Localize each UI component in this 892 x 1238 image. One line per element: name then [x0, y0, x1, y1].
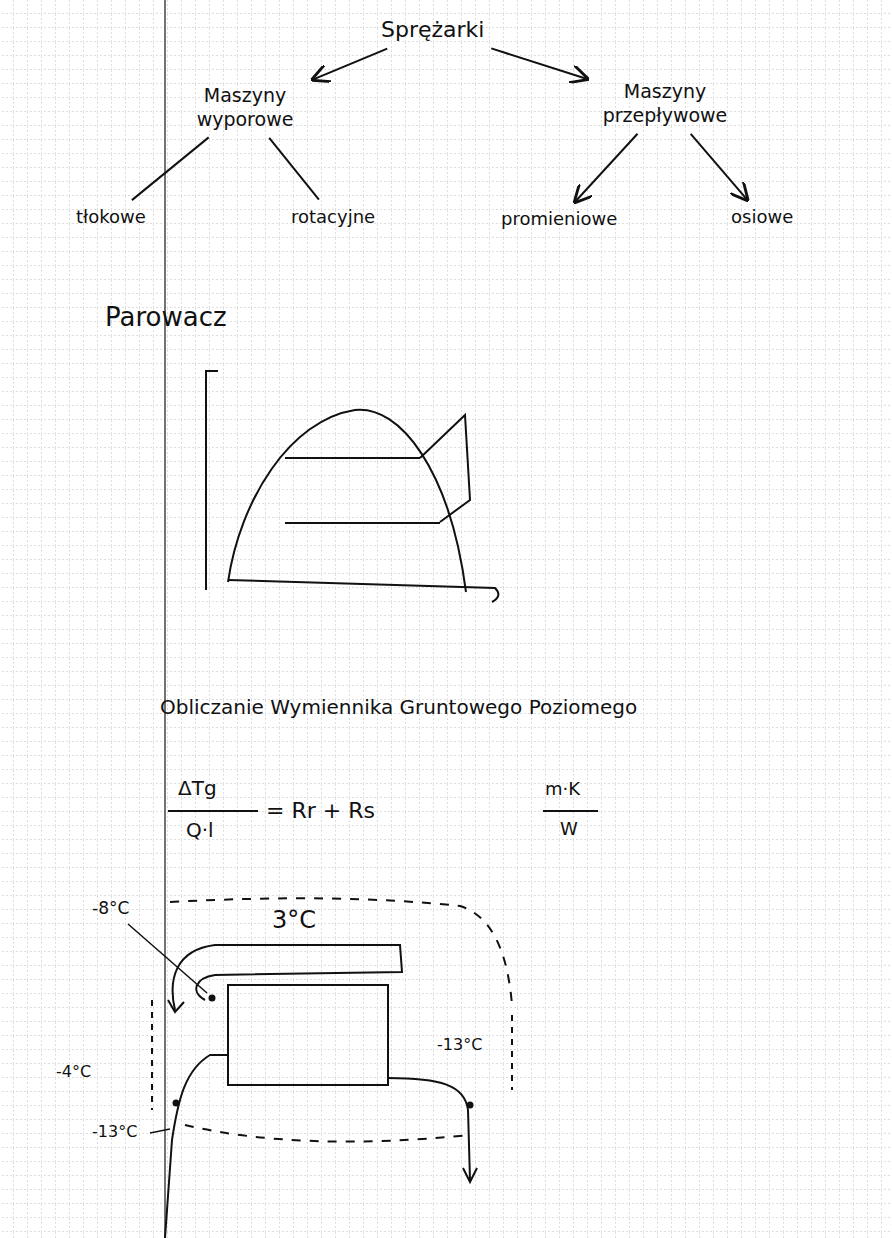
- ph-chart: [206, 371, 498, 602]
- tree-connector: [491, 48, 587, 79]
- tree-connector: [132, 137, 209, 200]
- leader-line: [128, 924, 207, 993]
- node-label: osiowe: [731, 206, 793, 229]
- bottom-line: [228, 580, 498, 602]
- fraction-bar: [168, 810, 258, 812]
- node-label: Maszyny wyporowe: [186, 84, 304, 132]
- tree-node: promieniowe: [495, 204, 623, 235]
- saturation-dome: [228, 410, 466, 592]
- tree-node: Sprężarki: [375, 12, 490, 48]
- fraction-bar: [543, 810, 598, 812]
- tree-connector: [313, 49, 387, 80]
- note-label: = Rr + Rs: [266, 798, 375, 824]
- cycle-line: [420, 415, 470, 522]
- note-label: Obliczanie Wymiennika Gruntowego Poziome…: [160, 695, 637, 719]
- note-label: -8°C: [92, 898, 129, 918]
- isobar-line: [285, 522, 440, 524]
- note-label: ΔTg: [178, 776, 217, 800]
- measure-dot: [173, 1100, 180, 1107]
- pipe-arrow: [168, 1000, 184, 1012]
- node-label: Maszyny przepływowe: [596, 80, 734, 128]
- pipe-arrow: [463, 1168, 477, 1182]
- margin-line: [164, 0, 166, 1238]
- node-label: rotacyjne: [291, 206, 375, 229]
- exchanger-box: [228, 985, 388, 1085]
- node-label: tłokowe: [76, 206, 146, 229]
- tree-connector: [691, 134, 747, 200]
- tree-connector: [575, 134, 637, 202]
- note-label: Q·l: [186, 818, 214, 842]
- measure-dot: [467, 1102, 474, 1109]
- isotherm-dashed: [185, 1125, 470, 1142]
- pipe-loop: [173, 945, 402, 1010]
- ground-exchanger: [128, 898, 512, 1238]
- measure-points: [173, 995, 474, 1109]
- note-label: Parowacz: [105, 302, 227, 333]
- note-label: -4°C: [56, 1062, 91, 1081]
- node-label: promieniowe: [501, 208, 617, 231]
- fraction-bars: [168, 810, 598, 812]
- note-label: -13°C: [437, 1035, 482, 1054]
- pipe-inlet: [165, 1055, 228, 1238]
- note-label: 3°C: [272, 906, 316, 935]
- isotherm-dashed: [511, 1015, 513, 1090]
- note-label: m·K: [545, 778, 580, 800]
- note-label: -13°C: [92, 1122, 137, 1141]
- isotherm-dashed: [170, 898, 512, 1005]
- leader-line: [150, 1129, 170, 1133]
- chart-axis: [206, 371, 218, 590]
- node-label: Sprężarki: [381, 16, 484, 44]
- note-label: W: [560, 818, 578, 840]
- tree-node: rotacyjne: [285, 202, 381, 233]
- tree-node: Maszyny wyporowe: [180, 80, 310, 136]
- pipe-outlet: [388, 1078, 470, 1180]
- tree-node: Maszyny przepływowe: [590, 76, 740, 132]
- tree-node: osiowe: [725, 202, 799, 233]
- measure-dot: [209, 995, 216, 1002]
- tree-node: tłokowe: [70, 202, 152, 233]
- isobar-line: [285, 457, 420, 459]
- isotherm-dashed: [151, 1000, 153, 1110]
- tree-connector: [269, 138, 319, 200]
